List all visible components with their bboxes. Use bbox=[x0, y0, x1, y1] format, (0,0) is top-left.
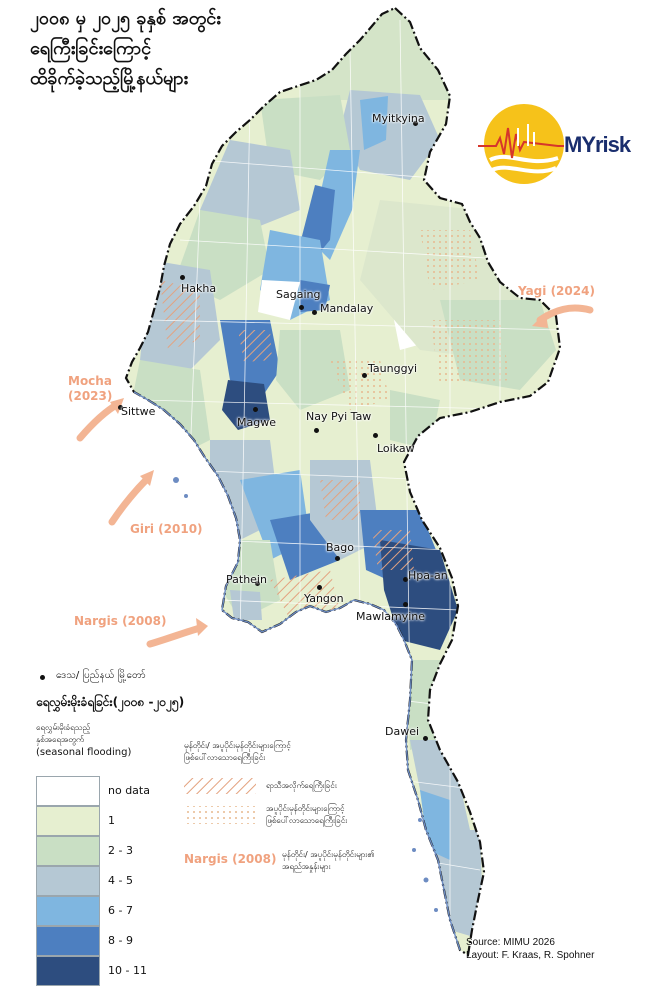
legend-class-label: 10 - 11 bbox=[108, 964, 147, 977]
city-yangon: Yangon bbox=[304, 592, 344, 605]
title-line-1: ၂၀၀၈ မှ ၂၀၂၅ ခုနှစ် အတွင်း bbox=[30, 8, 221, 29]
legend-track-label-2: အရည်အနှုန်းများ bbox=[282, 862, 331, 871]
legend-class-swatch bbox=[36, 836, 100, 866]
source-line-2: Layout: F. Kraas, R. Spohner bbox=[466, 950, 595, 961]
legend-track-label-1: မုန်တိုင်း/ အပူပိုင်းမုန်တိုင်းများ၏ bbox=[282, 850, 375, 859]
legend-capital-dot bbox=[40, 675, 45, 680]
capital-dot bbox=[299, 305, 304, 310]
legend-cyclone-header-2: ဖြစ်ပေါ်လာသောရေကြီးခြင်း bbox=[184, 753, 266, 762]
legend-hatch-label: ရာသီအလိုက်ရေကြီးခြင်း bbox=[266, 781, 337, 790]
legend-title: ရေလွှမ်းမိုးခံရခြင်း(၂၀၀၈ -၂၀၂၅) bbox=[36, 695, 185, 709]
cyclone-nargis-label: Nargis (2008) bbox=[74, 614, 167, 628]
islands bbox=[173, 477, 438, 912]
city-taunggyi: Taunggyi bbox=[368, 362, 418, 375]
legend-class-swatch bbox=[36, 866, 100, 896]
capital-dot bbox=[317, 585, 322, 590]
legend-class-swatch bbox=[36, 956, 100, 986]
legend-class-swatch bbox=[36, 806, 100, 836]
capital-dot bbox=[362, 373, 367, 378]
legend-nargis-example: Nargis (2008) bbox=[184, 852, 277, 866]
logo-text: MYrisk bbox=[564, 132, 631, 157]
title-line-3: ထိခိုက်ခဲ့သည့်မြို့နယ်များ bbox=[30, 68, 189, 89]
city-myitkyina: Myitkyina bbox=[372, 112, 425, 125]
cyclone-mocha-label-line1: Mocha bbox=[68, 374, 112, 388]
city-sagaing: Sagaing bbox=[276, 288, 321, 301]
capital-dot bbox=[335, 556, 340, 561]
township-fill-layer bbox=[132, 8, 560, 955]
title-line-2: ရေကြီးခြင်းကြောင့် bbox=[30, 38, 152, 59]
legend-subtitle-2: နှစ်အရေအတွက် bbox=[36, 735, 84, 744]
cyclone-yagi-label: Yagi (2024) bbox=[518, 284, 595, 298]
cyclone-arrowheads bbox=[110, 312, 548, 636]
city-loikaw: Loikaw bbox=[377, 442, 415, 455]
legend-subtitle-3: (seasonal flooding) bbox=[36, 747, 132, 758]
legend-class-label: 2 - 3 bbox=[108, 844, 133, 857]
legend-class-swatch bbox=[36, 776, 100, 806]
city-hakha: Hakha bbox=[181, 282, 217, 295]
myrisk-logo: MYrisk bbox=[478, 98, 646, 188]
cyclone-mocha-label-line2: (2023) bbox=[68, 389, 113, 403]
capital-dot bbox=[253, 407, 258, 412]
legend-class-label: 1 bbox=[108, 814, 115, 827]
legend-class-label: 4 - 5 bbox=[108, 874, 133, 887]
capital-dot bbox=[312, 310, 317, 315]
legend-class-swatch bbox=[36, 896, 100, 926]
city-magwe: Magwe bbox=[237, 416, 276, 429]
legend-dots-label-2: ဖြစ်ပေါ်လာသောရေကြီးခြင်း bbox=[266, 816, 348, 825]
legend-class-swatch bbox=[36, 926, 100, 956]
capital-dot bbox=[180, 275, 185, 280]
capital-dot bbox=[403, 602, 408, 607]
capital-dot bbox=[314, 428, 319, 433]
city-hpa-an: Hpa-an bbox=[408, 569, 448, 582]
capital-dot bbox=[423, 736, 428, 741]
legend-dots-swatch bbox=[184, 806, 256, 824]
legend-cyclone-header-1: မုန်တိုင်း/ အပူပိုင်းမုန်တိုင်းများကြောင… bbox=[184, 741, 291, 750]
city-sittwe: Sittwe bbox=[121, 405, 156, 418]
capital-dot bbox=[255, 581, 260, 586]
legend-class-label: no data bbox=[108, 784, 150, 797]
city-mandalay: Mandalay bbox=[320, 302, 374, 315]
legend-class-label: 6 - 7 bbox=[108, 904, 133, 917]
cyclone-giri-label: Giri (2010) bbox=[130, 522, 203, 536]
legend-dots-label-1: အပူပိုင်းမုန်တိုင်းများကြောင့် bbox=[266, 804, 345, 813]
city-bago: Bago bbox=[326, 541, 354, 554]
legend-subtitle-1: ရေလွှမ်းမိုးခံရသည့် bbox=[36, 723, 91, 732]
capital-dot bbox=[373, 433, 378, 438]
legend-class-label: 8 - 9 bbox=[108, 934, 133, 947]
city-pathein: Pathein bbox=[226, 573, 267, 586]
city-mawlamyine: Mawlamyine bbox=[356, 610, 426, 623]
legend-hatch-swatch bbox=[184, 778, 256, 794]
city-dawei: Dawei bbox=[385, 725, 420, 738]
capital-dot bbox=[403, 577, 408, 582]
source-line-1: Source: MIMU 2026 bbox=[466, 937, 555, 948]
capital-dot bbox=[413, 121, 418, 126]
city-nay-pyi-taw: Nay Pyi Taw bbox=[306, 410, 372, 423]
capital-dot bbox=[118, 405, 123, 410]
legend-capital-label: ဒေသ/ ပြည်နယ် မြို့တော် bbox=[56, 670, 146, 681]
myrisk-logo-graphic bbox=[478, 104, 564, 184]
